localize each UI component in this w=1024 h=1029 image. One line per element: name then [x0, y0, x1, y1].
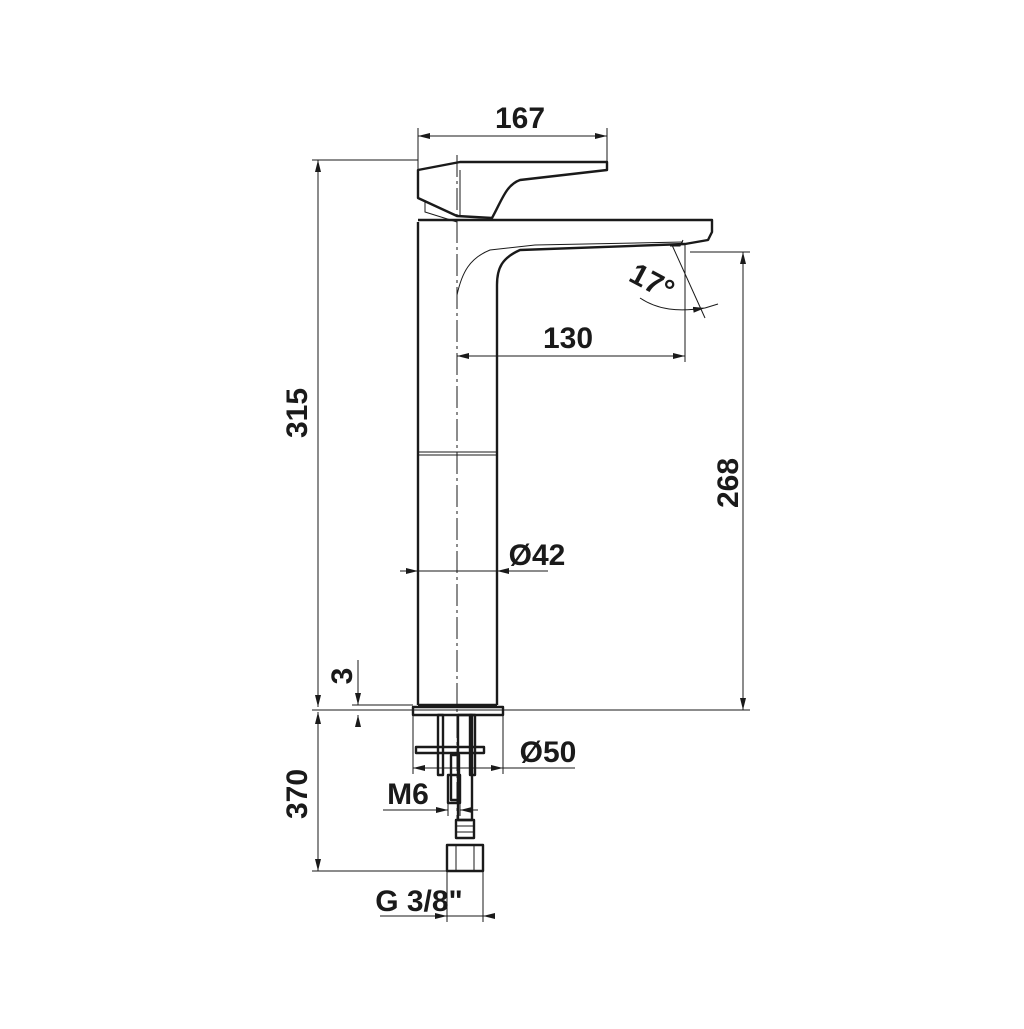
label-spout-angle: 17° — [624, 257, 680, 307]
dim-spout-width: 167 — [417, 102, 608, 172]
dim-body-diameter: Ø42 — [400, 539, 566, 574]
label-hose-length: 370 — [281, 769, 314, 819]
label-total-height: 315 — [281, 388, 314, 438]
dim-hose-connection: G 3/8" — [375, 871, 495, 922]
dim-hose-length: 370 — [281, 712, 447, 872]
dim-outlet-height: 268 — [690, 251, 750, 710]
fixing-washer — [414, 745, 486, 755]
label-body-diameter: Ø42 — [509, 539, 566, 572]
label-hose-connection: G 3/8" — [375, 885, 463, 918]
label-base-gap: 3 — [326, 668, 359, 685]
dim-base-diameter: Ø50 — [412, 715, 577, 774]
label-spout-width: 167 — [495, 102, 545, 135]
faucet-outline — [411, 155, 714, 873]
dim-stud-thread: M6 — [383, 778, 478, 816]
label-outlet-height: 268 — [712, 458, 745, 508]
label-stud-thread: M6 — [387, 778, 429, 811]
dim-spout-reach: 130 — [457, 318, 686, 362]
faucet-column — [416, 218, 714, 705]
label-spout-reach: 130 — [543, 322, 593, 355]
label-base-diameter: Ø50 — [520, 736, 577, 769]
dim-base-gap: 3 — [326, 660, 413, 727]
dim-total-height: 315 — [281, 159, 418, 707]
dim-spout-angle: 17° — [624, 244, 719, 319]
hose-nut — [445, 843, 485, 873]
lever-handle — [416, 160, 609, 220]
